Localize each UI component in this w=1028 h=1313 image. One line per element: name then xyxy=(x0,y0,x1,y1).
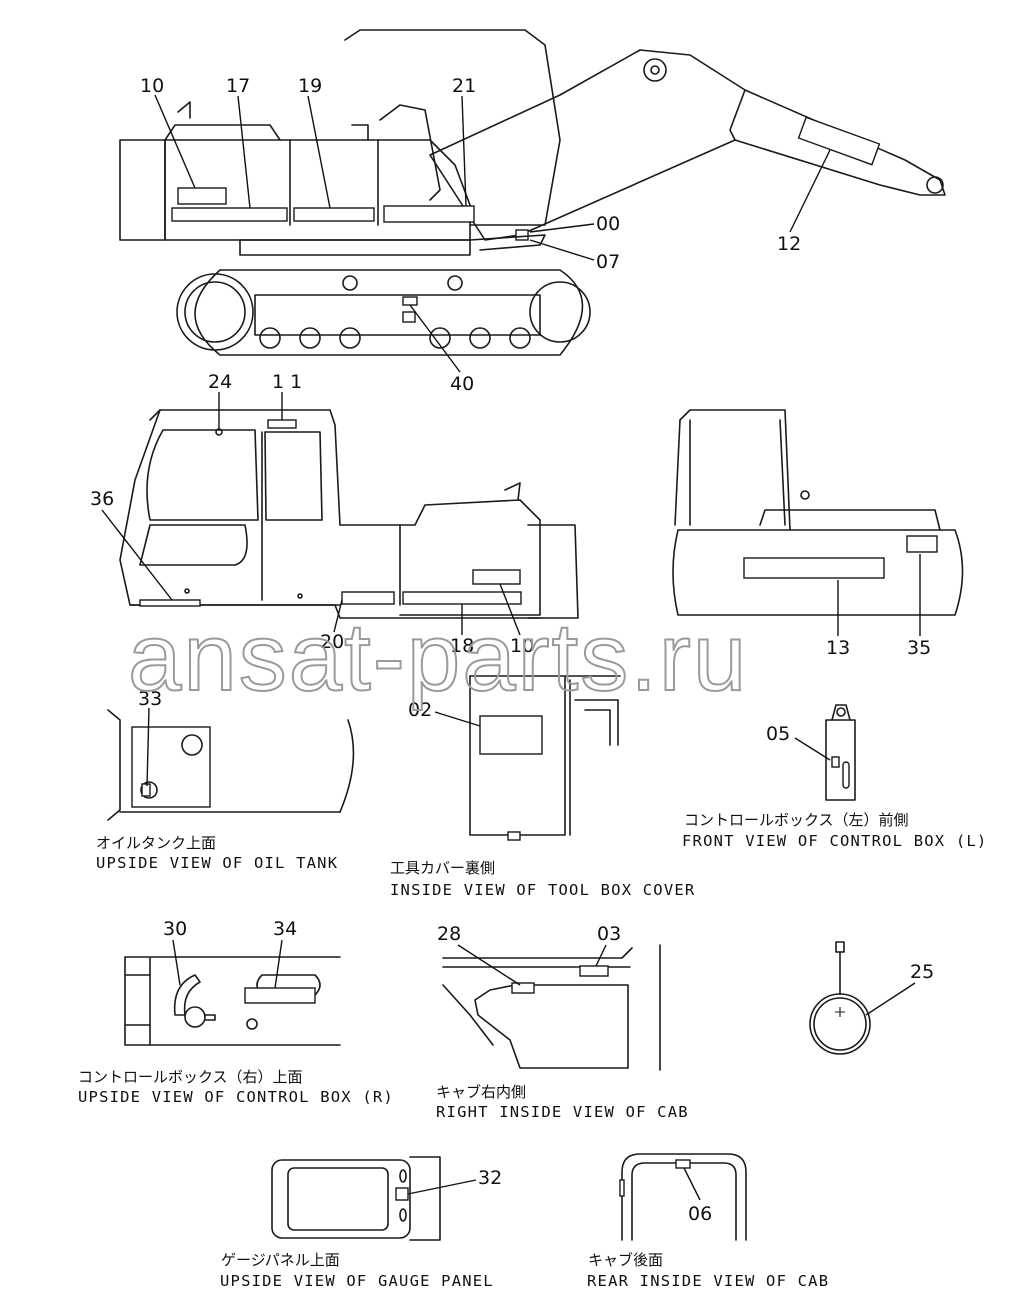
decal-19-rect xyxy=(293,207,375,222)
callout-11: 1 1 xyxy=(272,371,302,393)
control-box-l-caption-jp: コントロールボックス（左）前側 xyxy=(684,811,909,829)
callout-36: 36 xyxy=(90,488,114,510)
tool-box-caption-en: INSIDE VIEW OF TOOL BOX COVER xyxy=(390,881,695,899)
cab-rear-view: 06 キャブ後面 REAR INSIDE VIEW OF CAB xyxy=(587,1153,829,1290)
callout-03: 03 xyxy=(597,923,621,945)
gauge-panel-view: 32 ゲージパネル上面 UPSIDE VIEW OF GAUGE PANEL xyxy=(220,1156,502,1290)
gauge-panel-caption-en: UPSIDE VIEW OF GAUGE PANEL xyxy=(220,1272,494,1290)
gauge-ring-view: 25 xyxy=(809,941,934,1055)
callout-07: 07 xyxy=(596,251,620,273)
decal-28-rect xyxy=(511,982,535,994)
cab-right-caption-en: RIGHT INSIDE VIEW OF CAB xyxy=(436,1103,689,1121)
decal-40-rect xyxy=(402,296,418,306)
cab-right-inside-view: 28 03 キャブ右内側 RIGHT INSIDE VIEW OF CAB xyxy=(436,923,689,1121)
tool-box-view: 02 工具カバー裏側 INSIDE VIEW OF TOOL BOX COVER xyxy=(390,675,695,899)
decal-00-rect xyxy=(515,229,529,241)
callout-21: 21 xyxy=(452,75,476,97)
callout-30: 30 xyxy=(163,918,187,940)
control-box-right-view: 30 34 コントロールボックス（右）上面 UPSIDE VIEW OF CON… xyxy=(78,918,394,1106)
decal-03-rect xyxy=(579,965,609,977)
excavator-side-view: 10 17 19 21 00 07 12 40 xyxy=(119,29,946,395)
callout-06: 06 xyxy=(688,1203,712,1225)
callout-33: 33 xyxy=(138,688,162,710)
callout-17: 17 xyxy=(226,75,250,97)
control-box-r-caption-jp: コントロールボックス（右）上面 xyxy=(78,1068,303,1086)
decal-02-rect xyxy=(479,715,543,755)
callout-35: 35 xyxy=(907,637,931,659)
control-box-left-view: 05 コントロールボックス（左）前側 FRONT VIEW OF CONTROL… xyxy=(682,704,987,850)
watermark-text: ansat-parts.ru xyxy=(128,604,748,711)
oil-tank-caption-en: UPSIDE VIEW OF OIL TANK xyxy=(96,854,338,872)
callout-10: 10 xyxy=(140,75,164,97)
decal-boom-rect xyxy=(797,116,881,166)
callout-28: 28 xyxy=(437,923,461,945)
decal-21-rect xyxy=(383,205,475,223)
oil-tank-view: 33 オイルタンク上面 UPSIDE VIEW OF OIL TANK xyxy=(96,688,355,872)
callout-25: 25 xyxy=(910,961,934,983)
cab-rear-caption-en: REAR INSIDE VIEW OF CAB xyxy=(587,1272,829,1290)
decal-35-rect xyxy=(906,535,938,553)
cab-rear-caption-jp: キャブ後面 xyxy=(588,1251,663,1269)
callout-13: 13 xyxy=(826,637,850,659)
house-rear-view: 13 35 xyxy=(672,409,964,659)
decal-06-rect xyxy=(675,1159,691,1169)
callout-10-b: 10 xyxy=(510,635,534,657)
callout-24: 24 xyxy=(208,371,232,393)
callout-12: 12 xyxy=(777,233,801,255)
control-box-l-caption-en: FRONT VIEW OF CONTROL BOX (L) xyxy=(682,832,987,850)
callout-20: 20 xyxy=(320,631,344,653)
callout-40: 40 xyxy=(450,373,474,395)
callout-18: 18 xyxy=(450,635,474,657)
decal-10-rect xyxy=(177,187,227,205)
decal-32-rect xyxy=(395,1187,409,1201)
gauge-panel-caption-jp: ゲージパネル上面 xyxy=(221,1251,340,1269)
cab-right-caption-jp: キャブ右内側 xyxy=(436,1083,526,1101)
house-left-view: 24 1 1 36 20 18 10 xyxy=(90,371,579,657)
callout-34: 34 xyxy=(273,918,297,940)
callout-05: 05 xyxy=(766,723,790,745)
callout-00: 00 xyxy=(596,213,620,235)
oil-tank-caption-jp: オイルタンク上面 xyxy=(96,834,216,852)
callout-32: 32 xyxy=(478,1167,502,1189)
control-box-r-caption-en: UPSIDE VIEW OF CONTROL BOX (R) xyxy=(78,1088,394,1106)
decal-13-rect xyxy=(743,557,885,579)
callout-02: 02 xyxy=(408,699,432,721)
callout-19: 19 xyxy=(298,75,322,97)
tool-box-caption-jp: 工具カバー裏側 xyxy=(390,859,495,877)
decal-17-rect xyxy=(171,207,288,222)
